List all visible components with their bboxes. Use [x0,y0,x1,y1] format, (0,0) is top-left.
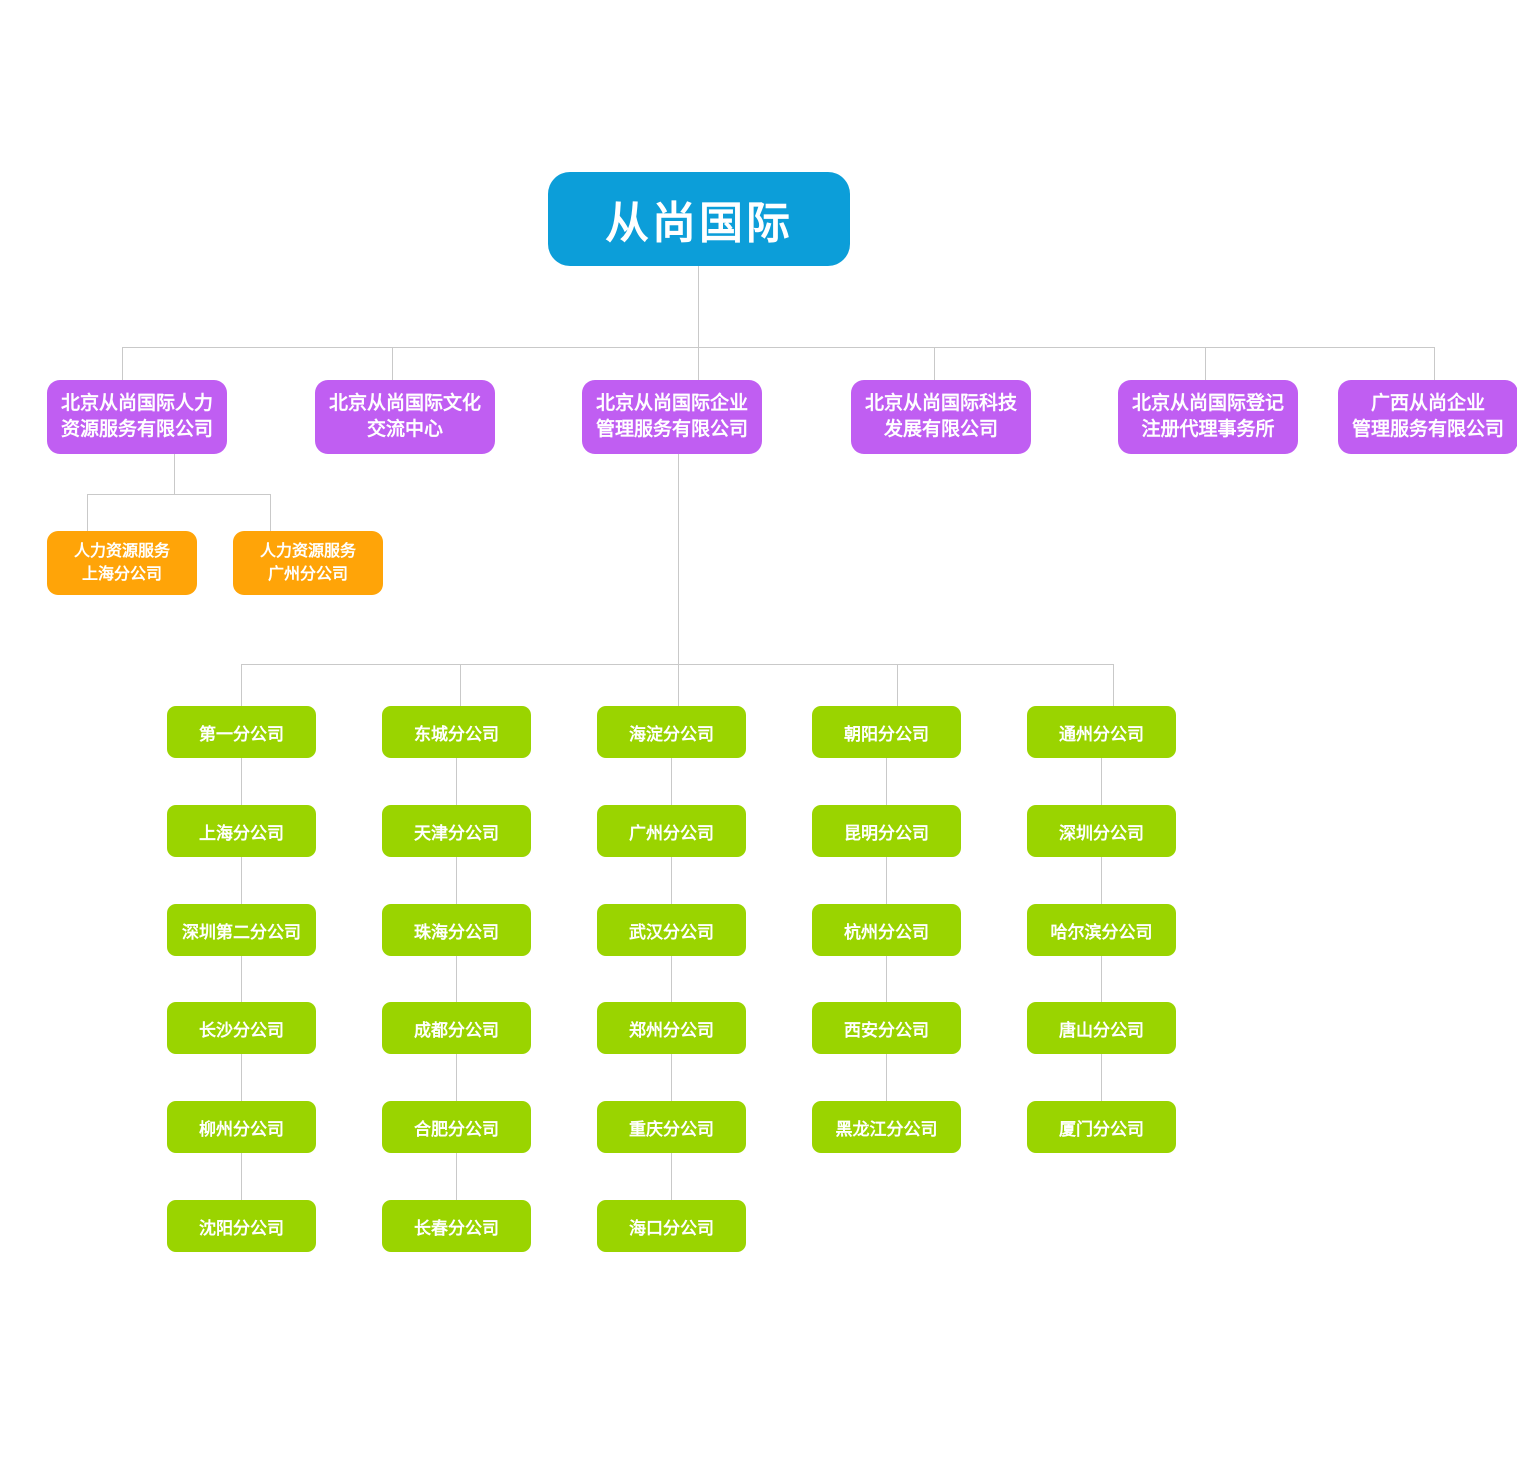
org-node-city-branch: 黑龙江分公司 [812,1101,961,1153]
org-node-city-branch: 上海分公司 [167,805,316,857]
org-node-city-branch: 厦门分公司 [1027,1101,1176,1153]
org-node-city-branch: 东城分公司 [382,706,531,758]
org-node-hr-branch-guangzhou: 人力资源服务 广州分公司 [233,531,383,595]
org-node-city-branch: 海淀分公司 [597,706,746,758]
org-node-subsidiary-tech: 北京从尚国际科技 发展有限公司 [851,380,1031,454]
connector-line [1205,347,1206,380]
connector-line [678,454,679,664]
connector-line [460,664,461,706]
connector-line [241,758,242,805]
connector-line [241,1153,242,1200]
connector-line [671,857,672,904]
connector-line [241,664,242,706]
connector-line [456,1153,457,1200]
connector-line [1101,956,1102,1002]
org-node-city-branch: 杭州分公司 [812,904,961,956]
connector-line [1101,758,1102,805]
org-node-city-branch: 深圳分公司 [1027,805,1176,857]
connector-line [87,494,88,531]
org-node-city-branch: 第一分公司 [167,706,316,758]
connector-line [1434,347,1435,380]
connector-line [456,857,457,904]
org-node-city-branch: 武汉分公司 [597,904,746,956]
org-node-subsidiary-management: 北京从尚国际企业 管理服务有限公司 [582,380,762,454]
connector-line [241,1054,242,1101]
connector-line [886,956,887,1002]
org-node-city-branch: 成都分公司 [382,1002,531,1054]
org-node-city-branch: 长春分公司 [382,1200,531,1252]
connector-line [122,347,1435,348]
org-node-city-branch: 深圳第二分公司 [167,904,316,956]
connector-line [671,1054,672,1101]
connector-line [886,857,887,904]
org-node-city-branch: 天津分公司 [382,805,531,857]
org-node-city-branch: 哈尔滨分公司 [1027,904,1176,956]
connector-line [671,1153,672,1200]
connector-line [1113,664,1114,706]
org-node-subsidiary-hr: 北京从尚国际人力 资源服务有限公司 [47,380,227,454]
connector-line [456,758,457,805]
org-node-city-branch: 海口分公司 [597,1200,746,1252]
org-node-hr-branch-shanghai: 人力资源服务 上海分公司 [47,531,197,595]
org-node-city-branch: 合肥分公司 [382,1101,531,1153]
org-node-city-branch: 唐山分公司 [1027,1002,1176,1054]
connector-line [678,664,679,706]
connector-line [241,857,242,904]
org-node-subsidiary-guangxi: 广西从尚企业 管理服务有限公司 [1338,380,1517,454]
connector-line [241,664,1114,665]
connector-line [174,454,175,494]
connector-line [87,494,271,495]
connector-line [698,347,699,380]
connector-line [671,758,672,805]
connector-line [934,347,935,380]
org-node-city-branch: 广州分公司 [597,805,746,857]
org-node-city-branch: 通州分公司 [1027,706,1176,758]
connector-line [122,347,123,380]
org-node-subsidiary-registry: 北京从尚国际登记 注册代理事务所 [1118,380,1298,454]
connector-line [1101,1054,1102,1101]
connector-line [456,956,457,1002]
org-node-city-branch: 朝阳分公司 [812,706,961,758]
connector-line [270,494,271,531]
connector-line [1101,857,1102,904]
org-node-city-branch: 柳州分公司 [167,1101,316,1153]
org-node-city-branch: 珠海分公司 [382,904,531,956]
connector-line [392,347,393,380]
org-node-city-branch: 重庆分公司 [597,1101,746,1153]
org-node-city-branch: 西安分公司 [812,1002,961,1054]
connector-line [886,758,887,805]
connector-line [456,1054,457,1101]
connector-line [897,664,898,706]
org-node-city-branch: 郑州分公司 [597,1002,746,1054]
connector-line [241,956,242,1002]
connector-line [698,266,699,347]
org-node-city-branch: 昆明分公司 [812,805,961,857]
connector-line [886,1054,887,1101]
org-node-city-branch: 沈阳分公司 [167,1200,316,1252]
org-node-root: 从尚国际 [548,172,850,266]
org-node-subsidiary-culture: 北京从尚国际文化 交流中心 [315,380,495,454]
connector-line [671,956,672,1002]
org-node-city-branch: 长沙分公司 [167,1002,316,1054]
